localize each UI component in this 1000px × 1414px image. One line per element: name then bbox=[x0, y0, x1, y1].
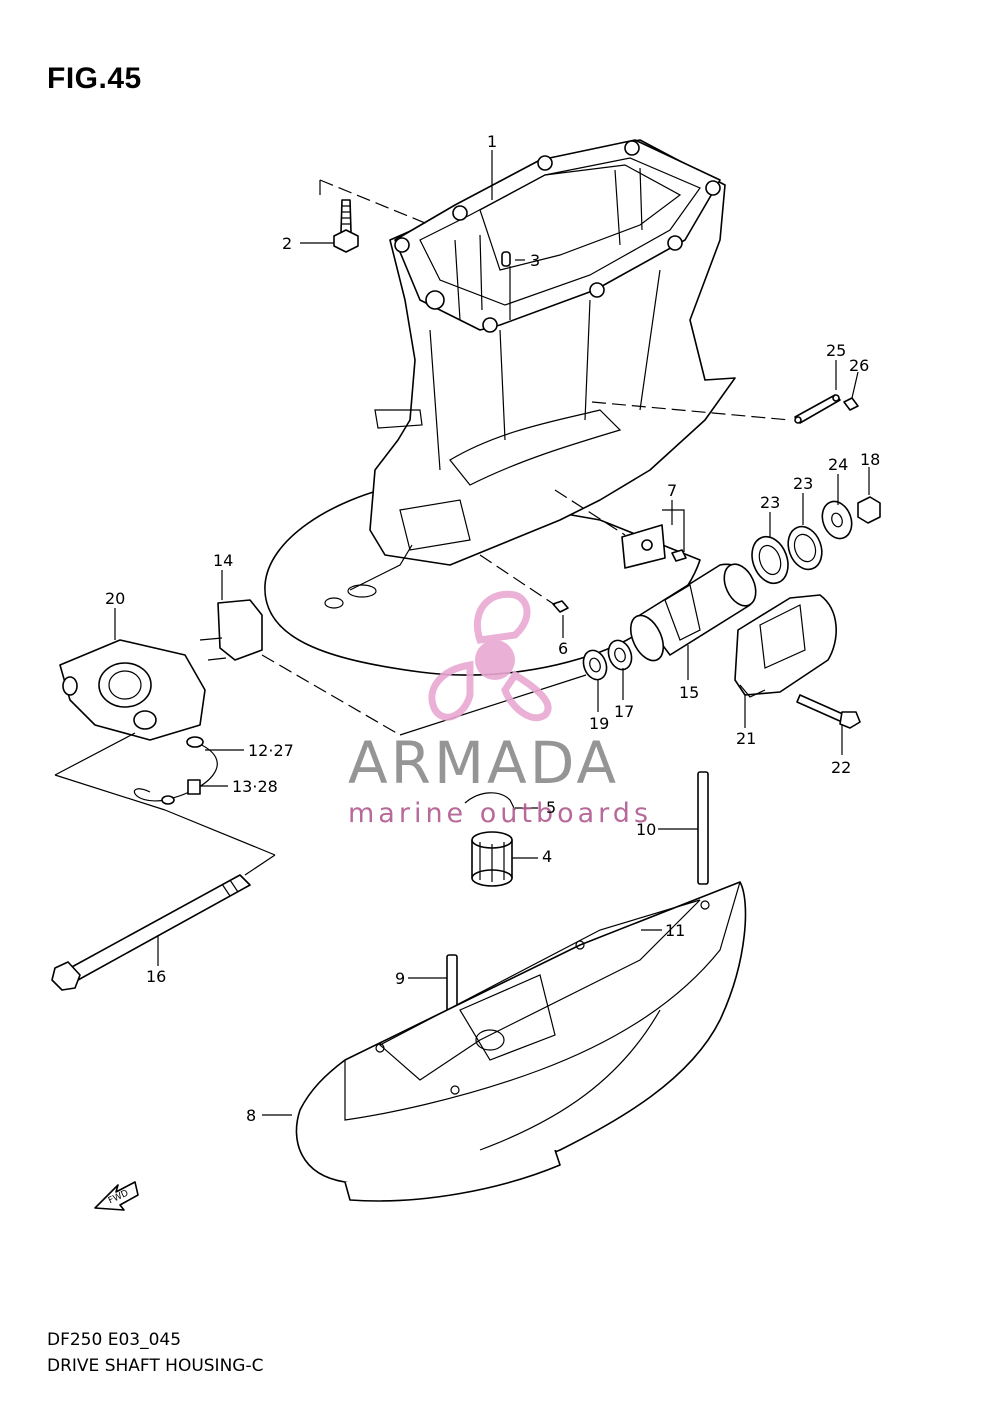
watermark-brand: ARMADA bbox=[348, 729, 619, 797]
propeller-logo-icon bbox=[428, 590, 552, 721]
drive-shaft-housing bbox=[264, 139, 736, 676]
callout-2: 2 bbox=[282, 234, 292, 253]
washers-23-24 bbox=[751, 500, 853, 585]
callout-3: 3 bbox=[530, 251, 540, 270]
callout-1: 1 bbox=[487, 132, 497, 151]
figure-title: FIG.45 bbox=[47, 62, 142, 95]
diagram-code: DF250 E03_045 bbox=[47, 1330, 182, 1350]
callout-labels: 1 2 3 4 5 6 7 8 9 10 11 12·27 13·28 14 1… bbox=[105, 132, 880, 1125]
bolt-6 bbox=[552, 600, 569, 613]
stud-10 bbox=[697, 771, 709, 885]
bushing-4 bbox=[471, 831, 513, 887]
mount-cover-21 bbox=[734, 594, 837, 698]
callout-8: 8 bbox=[246, 1106, 256, 1125]
dowel-pin-3 bbox=[501, 251, 511, 267]
stud-bolt-16 bbox=[51, 874, 251, 991]
callout-14: 14 bbox=[213, 551, 233, 570]
callout-16: 16 bbox=[146, 967, 166, 986]
callout-24: 24 bbox=[828, 455, 848, 474]
callout-6: 6 bbox=[558, 639, 568, 658]
armada-watermark: ARMADA marine outboards bbox=[348, 590, 652, 829]
callout-26: 26 bbox=[849, 356, 869, 375]
callout-25: 25 bbox=[826, 341, 846, 360]
callout-23-inner: 23 bbox=[760, 493, 780, 512]
washers-17-19 bbox=[582, 639, 633, 681]
connector-14 bbox=[199, 599, 263, 661]
callout-19: 19 bbox=[589, 714, 609, 733]
callout-12-27: 12·27 bbox=[248, 741, 294, 760]
callout-15: 15 bbox=[679, 683, 699, 702]
mount-15 bbox=[629, 563, 757, 662]
callout-7: 7 bbox=[667, 481, 677, 500]
watermark-tagline: marine outboards bbox=[348, 798, 652, 829]
clip-5 bbox=[464, 792, 516, 811]
plate-25 bbox=[794, 394, 841, 424]
callout-22: 22 bbox=[831, 758, 851, 777]
leader-lines bbox=[54, 150, 870, 1116]
callout-5: 5 bbox=[546, 798, 556, 817]
clamp-20 bbox=[59, 639, 206, 741]
bolt-26 bbox=[843, 397, 859, 411]
forward-arrow-icon: FWD bbox=[94, 1181, 139, 1211]
callout-18: 18 bbox=[860, 450, 880, 469]
diagram-name: DRIVE SHAFT HOUSING-C bbox=[47, 1356, 264, 1376]
callout-4: 4 bbox=[542, 847, 552, 866]
callout-13-28: 13·28 bbox=[232, 777, 278, 796]
callout-9: 9 bbox=[395, 969, 405, 988]
callout-21: 21 bbox=[736, 729, 756, 748]
callout-23-outer: 23 bbox=[793, 474, 813, 493]
callout-17: 17 bbox=[614, 702, 634, 721]
nut-18 bbox=[857, 496, 881, 524]
ground-wire-12-13 bbox=[133, 736, 218, 805]
callout-20: 20 bbox=[105, 589, 125, 608]
bolt-2 bbox=[333, 199, 359, 253]
bracket-7 bbox=[621, 524, 687, 569]
callout-10: 10 bbox=[636, 820, 656, 839]
bolt-22 bbox=[796, 694, 861, 729]
callout-11: 11 bbox=[665, 921, 685, 940]
gear-case-8 bbox=[295, 881, 747, 1202]
